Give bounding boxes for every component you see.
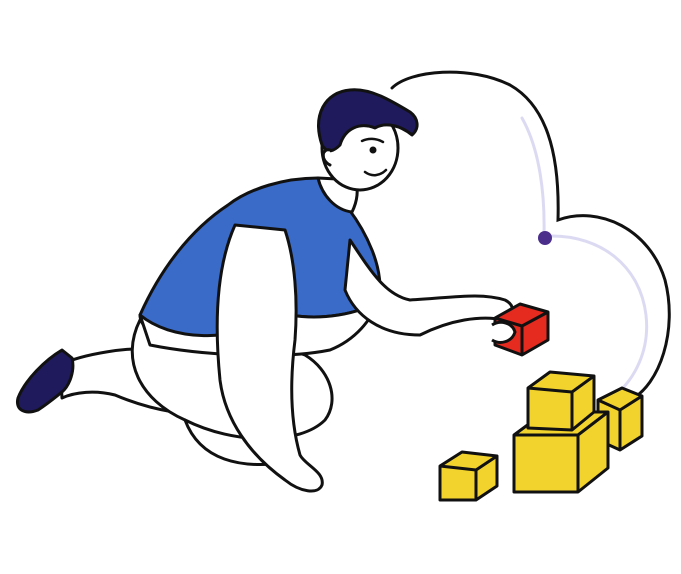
ear (321, 148, 332, 167)
accent-dot (538, 231, 552, 245)
cloud-shape (390, 70, 671, 402)
red-block (491, 302, 550, 357)
yellow-block (438, 450, 499, 502)
eyebrow (360, 137, 385, 144)
shoe-icon (15, 348, 75, 414)
hand (491, 320, 517, 344)
mouth (363, 168, 388, 177)
head (316, 88, 419, 214)
yellow-block (526, 370, 596, 432)
cloud-accent-line (520, 116, 546, 238)
hair (317, 88, 419, 153)
cloud-accent-line (550, 234, 649, 400)
support-arm (215, 223, 324, 493)
yellow-blocks (438, 370, 644, 502)
eye (369, 146, 377, 154)
